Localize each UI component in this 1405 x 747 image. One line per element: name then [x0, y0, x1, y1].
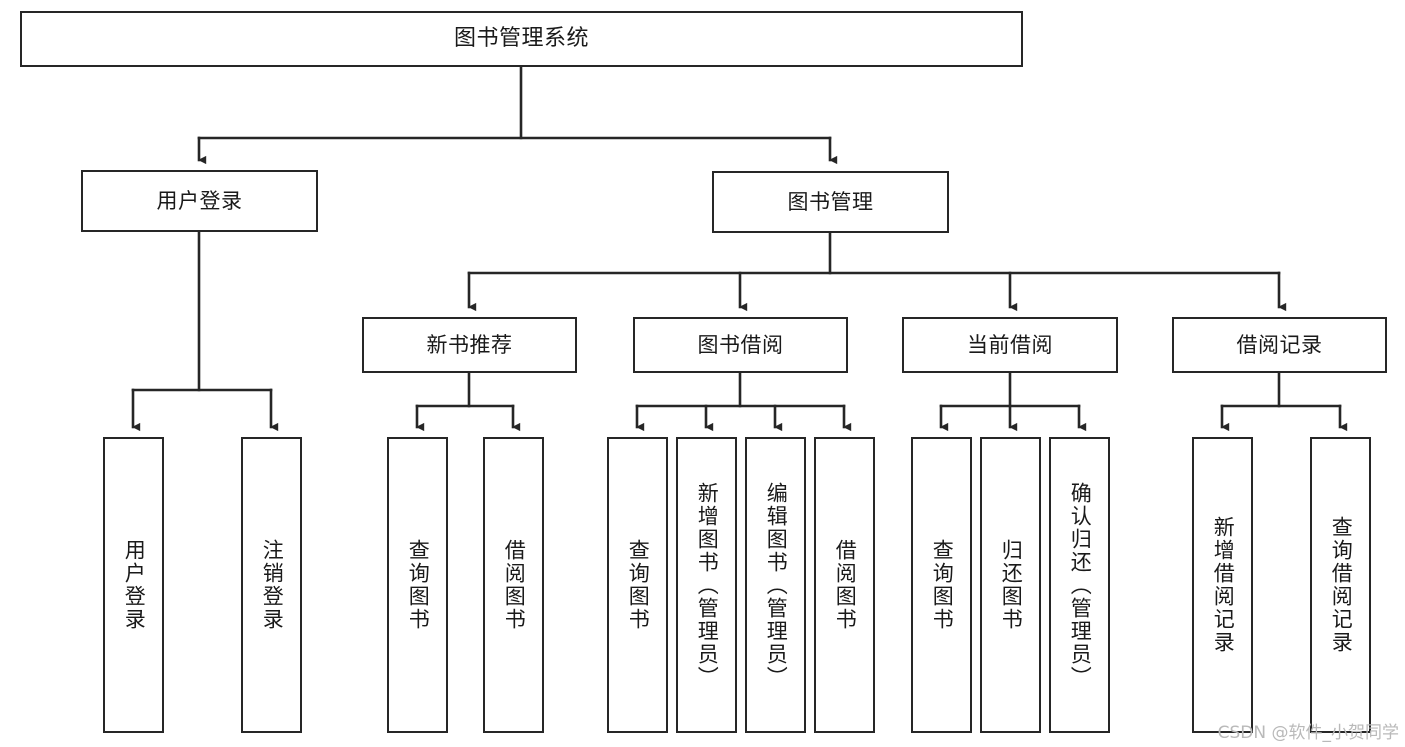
- node-label: 当前借阅: [967, 332, 1053, 357]
- node-leaf-user-login[interactable]: 用户登录: [103, 437, 164, 733]
- node-leaf-borrow-book-1[interactable]: 借阅图书: [483, 437, 544, 733]
- node-label: 用户登录: [122, 539, 147, 631]
- node-leaf-query-book-2[interactable]: 查询图书: [607, 437, 668, 733]
- node-leaf-logout-login[interactable]: 注销登录: [241, 437, 302, 733]
- node-leaf-edit-book[interactable]: 编辑图书（管理员）: [745, 437, 806, 733]
- node-leaf-query-book-1[interactable]: 查询图书: [387, 437, 448, 733]
- node-book-borrow[interactable]: 图书借阅: [633, 317, 848, 373]
- node-label: 查询图书: [626, 539, 651, 631]
- node-leaf-borrow-book-2[interactable]: 借阅图书: [814, 437, 875, 733]
- node-label: 用户登录: [156, 188, 243, 213]
- node-label: 查询图书: [406, 539, 431, 631]
- node-book-manage[interactable]: 图书管理: [712, 171, 949, 233]
- node-leaf-query-book-3[interactable]: 查询图书: [911, 437, 972, 733]
- node-label: 注销登录: [260, 539, 285, 631]
- node-user-login[interactable]: 用户登录: [81, 170, 318, 232]
- node-leaf-return-book[interactable]: 归还图书: [980, 437, 1041, 733]
- node-borrow-record[interactable]: 借阅记录: [1172, 317, 1387, 373]
- node-label: 新增图书（管理员）: [695, 481, 720, 689]
- node-label: 新增借阅记录: [1211, 516, 1236, 654]
- node-label: 编辑图书（管理员）: [764, 481, 789, 689]
- node-leaf-add-record[interactable]: 新增借阅记录: [1192, 437, 1253, 733]
- node-label: 查询借阅记录: [1329, 516, 1354, 654]
- node-label: 归还图书: [999, 539, 1024, 631]
- node-label: 借阅记录: [1236, 332, 1323, 357]
- node-label: 图书管理系统: [453, 26, 589, 52]
- node-current-borrow[interactable]: 当前借阅: [902, 317, 1118, 373]
- node-label: 图书借阅: [697, 332, 784, 357]
- node-label: 确认归还（管理员）: [1068, 481, 1093, 689]
- node-label: 图书管理: [787, 189, 874, 214]
- node-label: 查询图书: [930, 539, 955, 631]
- node-label: 借阅图书: [502, 539, 527, 631]
- csdn-watermark: CSDN @软件_小贺同学: [1217, 723, 1399, 743]
- node-label: 借阅图书: [833, 539, 858, 631]
- node-leaf-add-book[interactable]: 新增图书（管理员）: [676, 437, 737, 733]
- node-leaf-confirm-return[interactable]: 确认归还（管理员）: [1049, 437, 1110, 733]
- node-leaf-query-record[interactable]: 查询借阅记录: [1310, 437, 1371, 733]
- node-root-book-management-system[interactable]: 图书管理系统: [20, 11, 1023, 67]
- node-new-book-recommend[interactable]: 新书推荐: [362, 317, 577, 373]
- node-label: 新书推荐: [426, 332, 513, 357]
